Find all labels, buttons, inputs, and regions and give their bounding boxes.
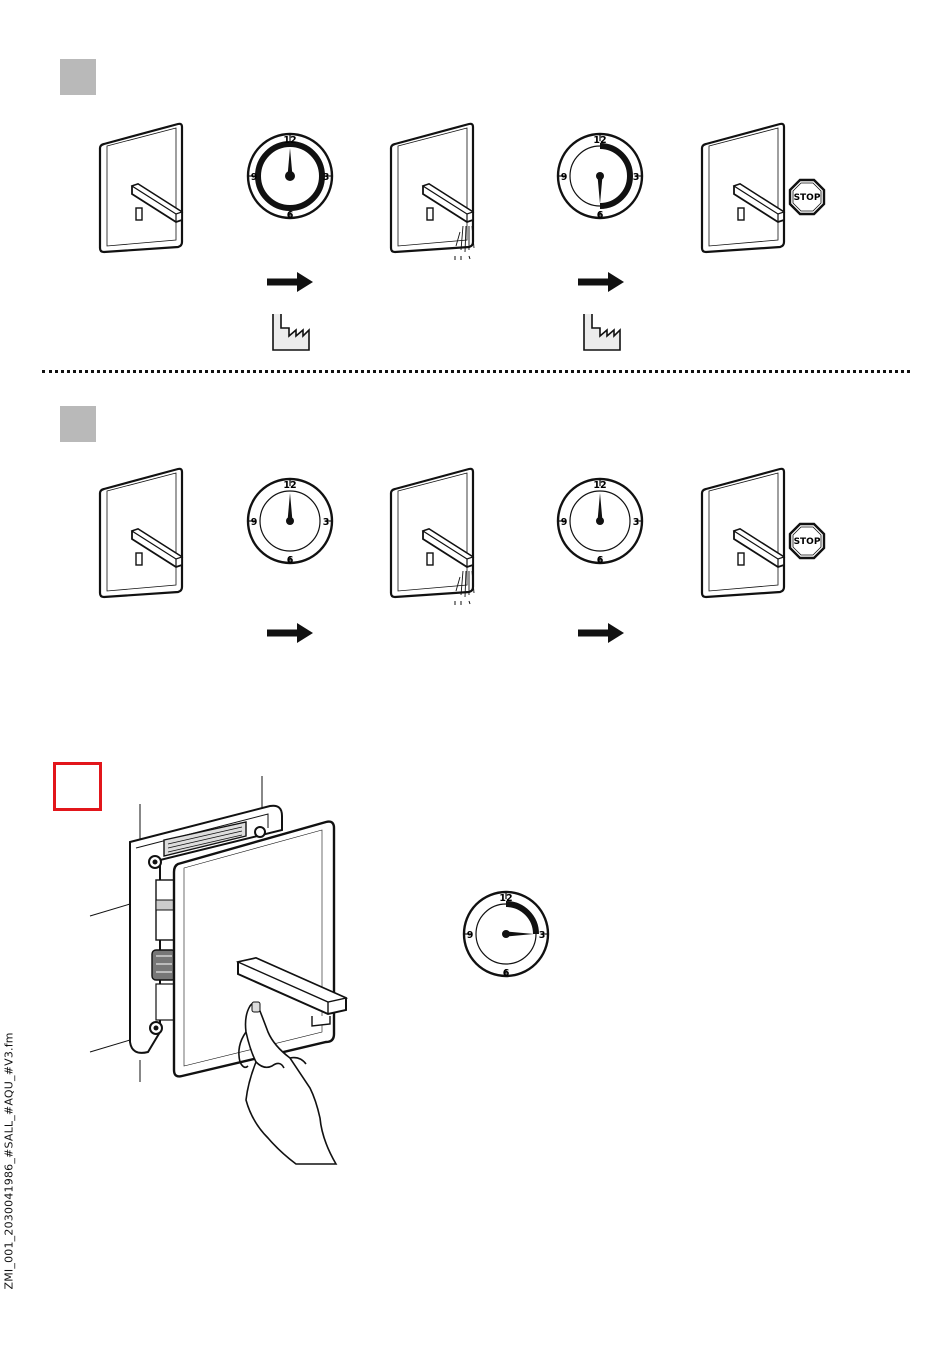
- svg-text:9: 9: [561, 172, 568, 183]
- svg-text:12: 12: [593, 480, 606, 491]
- svg-text:STOP: STOP: [794, 537, 821, 547]
- stop-sign-icon: STOP: [790, 524, 824, 558]
- svg-text:6: 6: [597, 555, 604, 566]
- svg-text:6: 6: [287, 210, 294, 221]
- arrow-right-icon: [267, 272, 313, 292]
- svg-text:6: 6: [503, 968, 510, 979]
- faucet-stopped-icon: [702, 124, 784, 252]
- section-1-illustration: 12 3 6 9 12 3 6 9 STOP: [0, 110, 950, 360]
- svg-text:3: 3: [539, 930, 546, 941]
- timer-dial-icon: 12 3 6 9: [248, 134, 332, 221]
- timer-dial-icon: 12 3 6 9: [458, 886, 554, 982]
- document-file-label: ZMI_001_2030041986_#SALL_#AQU_#V3.fm: [3, 1040, 16, 1290]
- step-marker-2: [60, 406, 96, 442]
- svg-text:6: 6: [287, 555, 294, 566]
- svg-text:3: 3: [633, 517, 640, 528]
- svg-text:STOP: STOP: [794, 193, 821, 203]
- factory-icon: [273, 314, 309, 350]
- svg-text:9: 9: [561, 517, 568, 528]
- svg-text:12: 12: [593, 135, 606, 146]
- section-2-illustration: 12 3 6 9 12 3 6 9 STOP: [0, 455, 950, 655]
- stop-sign-icon: STOP: [790, 180, 824, 214]
- faucet-stopped-icon: [702, 469, 784, 597]
- svg-text:3: 3: [633, 172, 640, 183]
- svg-text:9: 9: [467, 930, 474, 941]
- arrow-right-icon: [578, 623, 624, 643]
- faucet-idle-icon: [100, 124, 182, 252]
- timer-dial-icon: 12 3 6 9: [248, 479, 332, 566]
- installation-illustration: [60, 770, 360, 1170]
- arrow-right-icon: [267, 623, 313, 643]
- svg-text:9: 9: [251, 517, 258, 528]
- step-marker-1: [60, 59, 96, 95]
- timer-dial-icon: 12 3 6 9: [558, 134, 642, 221]
- svg-text:12: 12: [499, 893, 512, 904]
- factory-icon: [584, 314, 620, 350]
- faucet-flowing-icon: [391, 469, 474, 605]
- svg-text:3: 3: [323, 517, 330, 528]
- svg-text:12: 12: [283, 480, 296, 491]
- svg-text:9: 9: [251, 172, 258, 183]
- svg-text:12: 12: [283, 135, 296, 146]
- svg-text:6: 6: [597, 210, 604, 221]
- section-divider: [42, 370, 910, 373]
- faucet-flowing-icon: [391, 124, 474, 260]
- faucet-idle-icon: [100, 469, 182, 597]
- timer-dial-icon: 12 3 6 9: [558, 479, 642, 566]
- arrow-right-icon: [578, 272, 624, 292]
- svg-text:3: 3: [323, 172, 330, 183]
